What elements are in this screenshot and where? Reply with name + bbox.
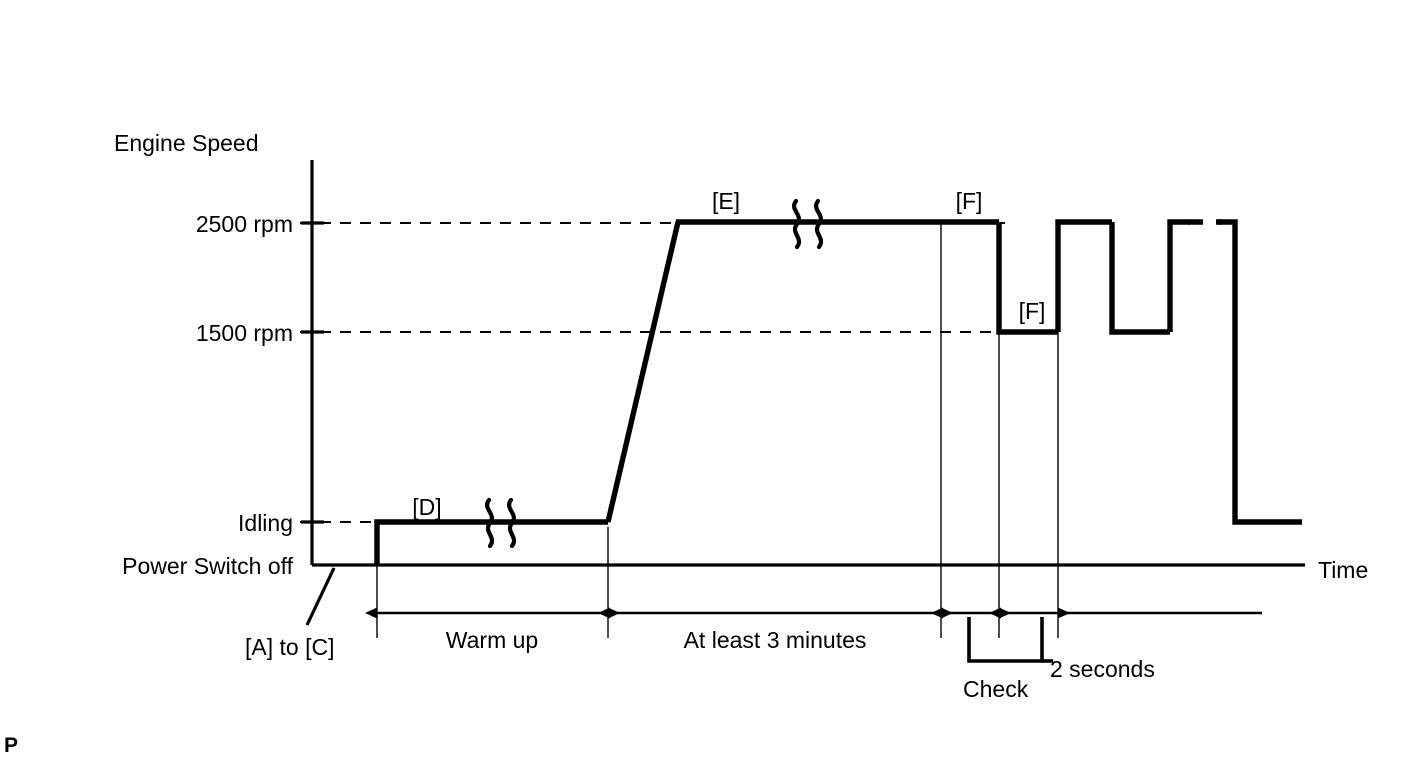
- annotation-two-seconds: 2 seconds: [1050, 656, 1155, 682]
- annotation-check: Check: [963, 676, 1029, 702]
- y-tick-label-idling: Idling: [238, 510, 293, 536]
- span-label-warm-up: Warm up: [446, 627, 538, 653]
- y-tick-label-2500: 2500 rpm: [196, 211, 293, 237]
- trace-second-2500-pulse: [1055, 219, 1112, 332]
- trace-final-2500-rise: [1167, 219, 1190, 332]
- step-label-f-upper: [F]: [956, 188, 983, 214]
- page-corner-mark: P: [4, 734, 18, 757]
- step-label-d: [D]: [412, 494, 441, 520]
- trace-idling-segment: [374, 519, 608, 565]
- step-label-f-lower: [F]: [1019, 298, 1046, 324]
- step-label-e: [E]: [712, 188, 740, 214]
- trace-final-drop-to-idling: [1218, 219, 1302, 525]
- baseline-label-power-switch-off: Power Switch off: [122, 553, 293, 579]
- y-tick-label-1500: 1500 rpm: [196, 320, 293, 346]
- trace-first-1500-pulse: [996, 222, 1058, 335]
- break-symbol-2500: [792, 198, 824, 250]
- trace-second-1500-pulse: [1109, 222, 1170, 335]
- check-bracket: [967, 617, 1044, 663]
- trace-ramp-to-2500: [605, 221, 681, 523]
- y-axis-title: Engine Speed: [114, 130, 259, 156]
- x-axis-title: Time: [1318, 557, 1368, 583]
- span-label-at-least-3-minutes: At least 3 minutes: [684, 627, 867, 653]
- break-symbol-idling: [485, 497, 517, 549]
- annotation-a-to-c: [A] to [C]: [245, 634, 334, 660]
- leader-line-a-to-c: [305, 567, 336, 626]
